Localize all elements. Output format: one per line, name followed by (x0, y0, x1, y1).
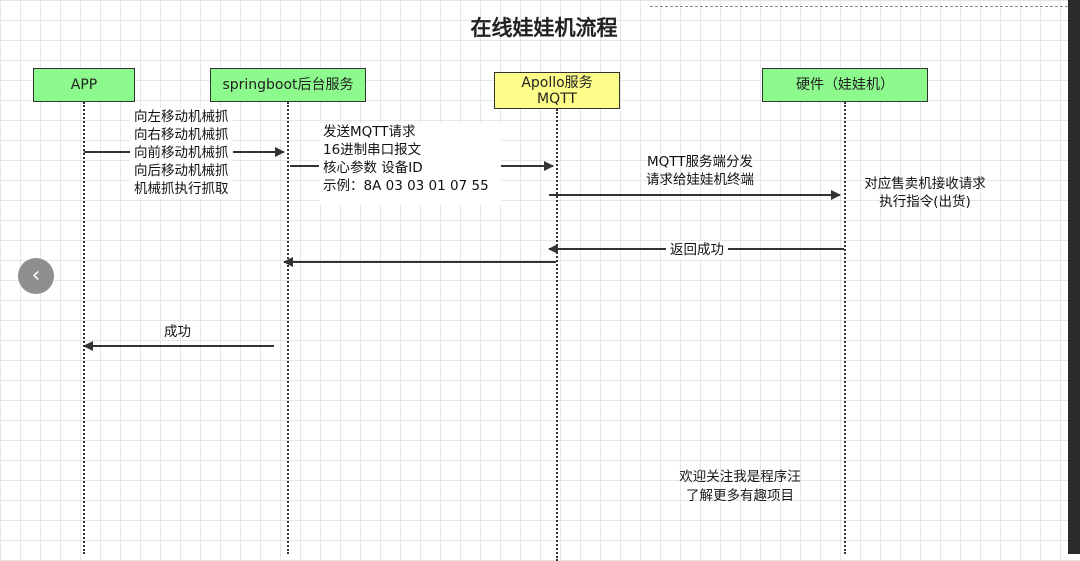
actor-apollo-mqtt: Apollo服务 MQTT (494, 72, 620, 109)
actor-hardware-device: 硬件（娃娃机） (762, 68, 928, 102)
msg-line: 向右移动机械抓 (134, 127, 229, 143)
footer-note: 欢迎关注我是程序汪 了解更多有趣项目 (640, 468, 840, 506)
msg-line: 向前移动机械抓 (134, 145, 229, 161)
msg-line: 16进制串口报文 (323, 142, 422, 158)
lifeline-device (844, 102, 846, 554)
msg-line: 示例：8A 03 03 01 07 55 (323, 178, 489, 194)
footer-line: 欢迎关注我是程序汪 (679, 469, 801, 485)
actor-springboot-server: springboot后台服务 (210, 68, 366, 102)
msg-app-to-server: 向左移动机械抓 向右移动机械抓 向前移动机械抓 向后移动机械抓 机械抓执行抓取 (130, 108, 233, 198)
msg-line: 向左移动机械抓 (134, 109, 229, 125)
actor-app: APP (33, 68, 135, 102)
msg-mqtt-to-device: MQTT服务端分发 请求给娃娃机终端 (640, 153, 760, 189)
msg-server-to-app: 成功 (164, 324, 191, 340)
chevron-left-icon[interactable]: ‹ (18, 258, 54, 294)
footer-line: 了解更多有趣项目 (686, 488, 794, 504)
top-dashed-line (650, 6, 1068, 7)
lifeline-mqtt (556, 109, 558, 561)
actor-apollo-label: Apollo服务 (521, 74, 593, 91)
msg-line: 向后移动机械抓 (134, 163, 229, 179)
lifeline-server (287, 102, 289, 554)
msg-line: 核心参数 设备ID (323, 160, 423, 176)
diagram-title: 在线娃娃机流程 (470, 16, 618, 40)
msg-line: 发送MQTT请求 (323, 124, 416, 140)
msg-device-action: 对应售卖机接收请求 执行指令(出货) (852, 175, 998, 211)
window-edge (1068, 0, 1080, 554)
msg-line: MQTT服务端分发 (646, 154, 754, 170)
msg-device-to-mqtt: 返回成功 (666, 241, 728, 259)
msg-line: 执行指令(出货) (879, 194, 971, 210)
msg-line: 对应售卖机接收请求 (864, 176, 986, 192)
lifeline-app (83, 102, 85, 554)
msg-server-to-mqtt: 发送MQTT请求 16进制串口报文 核心参数 设备ID 示例：8A 03 03 … (319, 123, 501, 205)
actor-mqtt-label: MQTT (537, 90, 577, 107)
msg-line: 请求给娃娃机终端 (646, 172, 754, 188)
msg-line: 机械抓执行抓取 (134, 181, 229, 197)
